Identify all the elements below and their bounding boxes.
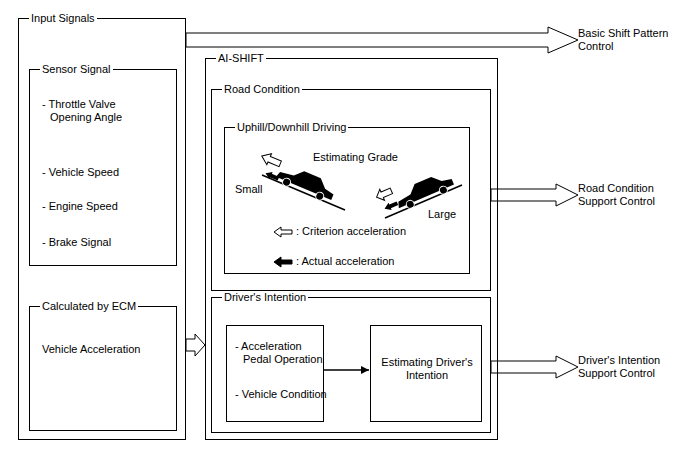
node-text: Small	[235, 183, 275, 196]
node-text: - Engine Speed	[42, 200, 180, 213]
output-text: Driver's Intention Support Control	[578, 354, 684, 380]
legend-sample	[273, 256, 293, 268]
group-heading: Sensor Signal	[40, 63, 113, 76]
node-text: - Acceleration Pedal Operation	[235, 340, 331, 366]
group-heading: Input Signals	[29, 12, 97, 25]
car-figure	[393, 170, 456, 213]
group-heading: Driver's Intention	[222, 291, 308, 304]
block-arrow	[186, 27, 578, 53]
flow-arrow	[324, 369, 369, 371]
block-arrow	[186, 334, 205, 356]
road-condition-box: Road ConditionUphill/Downhill DrivingEst…	[211, 89, 491, 291]
legend-text: : Actual acceleration	[296, 255, 394, 268]
block-arrow	[491, 356, 578, 378]
input-condition-box: - Acceleration Pedal Operation- Vehicle …	[226, 325, 324, 422]
group-heading: AI-SHIFT	[216, 52, 266, 65]
group-heading: Calculated by ECM	[40, 300, 138, 313]
legend-entry: : Criterion acceleration	[273, 225, 406, 238]
input-group-box: Input SignalsSensor Signal- Throttle Val…	[18, 18, 186, 440]
node-text: - Throttle Valve Opening Angle	[42, 98, 160, 124]
process-box: Estimating Driver's Intention	[370, 325, 482, 422]
grade-box: Uphill/Downhill DrivingEstimating GradeS…	[224, 127, 470, 274]
output-text: Road Condition Support Control	[578, 182, 684, 208]
node-text: Basic Shift Pattern Control	[578, 27, 684, 53]
node-text: - Vehicle Condition	[235, 388, 331, 401]
node-text: Road Condition Support Control	[578, 182, 684, 208]
actual-arrow	[383, 200, 399, 213]
sensor-box: Sensor Signal- Throttle Valve Opening An…	[29, 69, 177, 266]
actual-arrow	[264, 170, 280, 183]
ai-shift-box: AI-SHIFTRoad ConditionUphill/Downhill Dr…	[205, 58, 498, 440]
car-figure	[274, 162, 337, 205]
node-text: Large	[428, 208, 468, 221]
block-arrow	[491, 184, 578, 206]
node-text: - Vehicle Speed	[42, 166, 180, 179]
legend-text: : Criterion acceleration	[296, 225, 406, 238]
ecm-box: Calculated by ECMVehicle Acceleration	[29, 306, 177, 431]
criterion-arrow	[374, 185, 393, 202]
output-text: Basic Shift Pattern Control	[578, 27, 684, 53]
node-text: Estimating Driver's Intention	[371, 356, 483, 382]
group-heading: Road Condition	[222, 83, 302, 96]
node-text: Vehicle Acceleration	[42, 343, 172, 356]
driver-intention-box: Driver's Intention- Acceleration Pedal O…	[211, 297, 491, 433]
node-text: Estimating Grade	[313, 151, 433, 164]
legend-sample	[273, 226, 293, 238]
legend-entry: : Actual acceleration	[273, 255, 394, 268]
criterion-arrow	[259, 151, 282, 170]
node-text: Driver's Intention Support Control	[578, 354, 684, 380]
group-heading: Uphill/Downhill Driving	[235, 121, 348, 134]
node-text: - Brake Signal	[42, 236, 180, 249]
